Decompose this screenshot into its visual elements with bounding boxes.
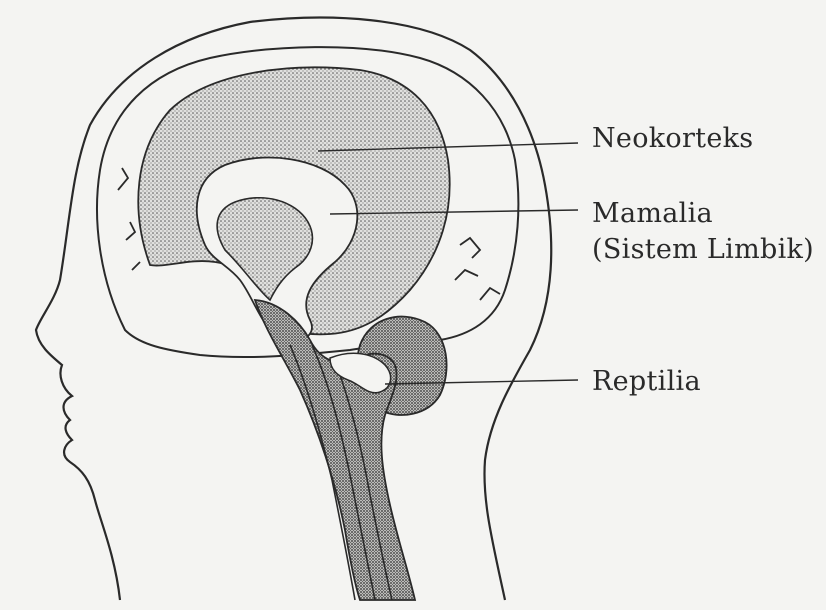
reptilian-label: Reptilia: [592, 365, 701, 399]
limbic-system-label: (Sistem Limbik): [592, 233, 814, 267]
neocortex-label: Neokorteks: [592, 122, 753, 156]
mammalian-label: Mamalia: [592, 197, 713, 231]
